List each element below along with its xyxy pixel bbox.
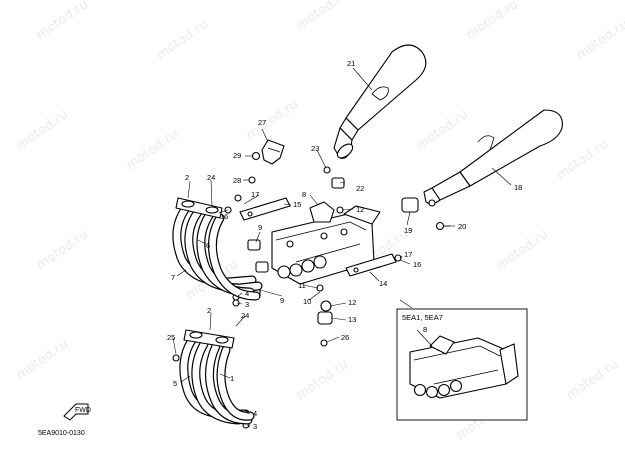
- svg-text:motod.ru: motod.ru: [554, 137, 611, 183]
- bracket-15: [239, 197, 291, 221]
- svg-text:FWD: FWD: [75, 407, 91, 414]
- callout-9: 9: [258, 223, 262, 232]
- callout-12b: 12: [348, 298, 356, 307]
- svg-text:motod.ru: motod.ru: [34, 227, 91, 273]
- callout-15: 15: [293, 200, 301, 209]
- callout-19: 19: [404, 226, 412, 235]
- callout-29: 29: [233, 151, 241, 160]
- svg-text:motod.ru: motod.ru: [574, 17, 625, 63]
- svg-text:motod.ru: motod.ru: [294, 0, 351, 33]
- callout-25: 25: [167, 333, 175, 342]
- svg-text:motod.ru: motod.ru: [464, 0, 521, 43]
- inset-box: 5EA1, 5EA7: [396, 299, 528, 421]
- callout-23: 23: [311, 144, 319, 153]
- chamber-8: [271, 201, 381, 285]
- callout-2b: 2: [207, 306, 211, 315]
- svg-text:5EA1, 5EA7: 5EA1, 5EA7: [402, 313, 443, 322]
- callout-1: 1: [230, 374, 234, 383]
- exhaust-pipe-1-5: [179, 329, 255, 425]
- bracket-27: [261, 139, 285, 165]
- callout-24: 24: [207, 173, 215, 182]
- callout-6: 6: [206, 241, 210, 250]
- callout-18: 18: [514, 183, 522, 192]
- callout-20: 20: [458, 222, 466, 231]
- gasket-19: [401, 197, 419, 213]
- svg-text:motod.ru: motod.ru: [414, 107, 471, 153]
- svg-text:motod.ru: motod.ru: [244, 97, 301, 143]
- muffler-18: [423, 109, 563, 207]
- callout-17b: 17: [404, 250, 412, 259]
- svg-text:motod.ru: motod.ru: [494, 227, 551, 273]
- callout-16b: 16: [413, 260, 421, 269]
- svg-text:motod.ru: motod.ru: [124, 127, 181, 173]
- callouts: 21 18 20 19 22 23 27 29 28 8 12 17 16 15…: [167, 59, 522, 431]
- callout-7: 7: [171, 273, 175, 282]
- leader-lines: [172, 67, 512, 427]
- callout-17: 17: [251, 190, 259, 199]
- callout-3b: 3: [253, 422, 257, 431]
- callout-24b: 24: [241, 311, 249, 320]
- svg-text:motod.ru: motod.ru: [294, 357, 351, 403]
- callout-8: 8: [302, 190, 306, 199]
- svg-text:motod.ru: motod.ru: [34, 0, 91, 43]
- callout-27: 27: [258, 118, 266, 127]
- callout-16: 16: [220, 212, 228, 221]
- svg-text:motod.ru: motod.ru: [14, 107, 71, 153]
- callout-4: 4: [245, 289, 249, 298]
- bracket-14: [345, 253, 397, 277]
- muffler-21: [333, 44, 427, 159]
- callout-3: 3: [245, 300, 249, 309]
- callout-13: 13: [348, 315, 356, 324]
- svg-text:motod.ru: motod.ru: [154, 17, 211, 63]
- callout-14: 14: [379, 279, 387, 288]
- callout-12: 12: [356, 205, 364, 214]
- svg-text:motod.ru: motod.ru: [564, 357, 621, 403]
- exhaust-pipe-6-7: [172, 197, 263, 301]
- fwd-arrow-icon: FWD: [63, 403, 91, 421]
- callout-4b: 4: [253, 409, 257, 418]
- callout-9b: 9: [280, 296, 284, 305]
- figure-code: 5EA9010-0130: [38, 430, 85, 437]
- callout-28: 28: [233, 176, 241, 185]
- callout-10: 10: [303, 297, 311, 306]
- small-hardware: [172, 151, 402, 429]
- callout-26: 26: [341, 333, 349, 342]
- callout-21: 21: [347, 59, 355, 68]
- callout-2: 2: [185, 173, 189, 182]
- callout-22: 22: [356, 184, 364, 193]
- callout-5: 5: [173, 379, 177, 388]
- callout-11: 11: [298, 281, 306, 290]
- callout-8b: 8: [423, 325, 427, 334]
- svg-text:motod.ru: motod.ru: [14, 337, 71, 383]
